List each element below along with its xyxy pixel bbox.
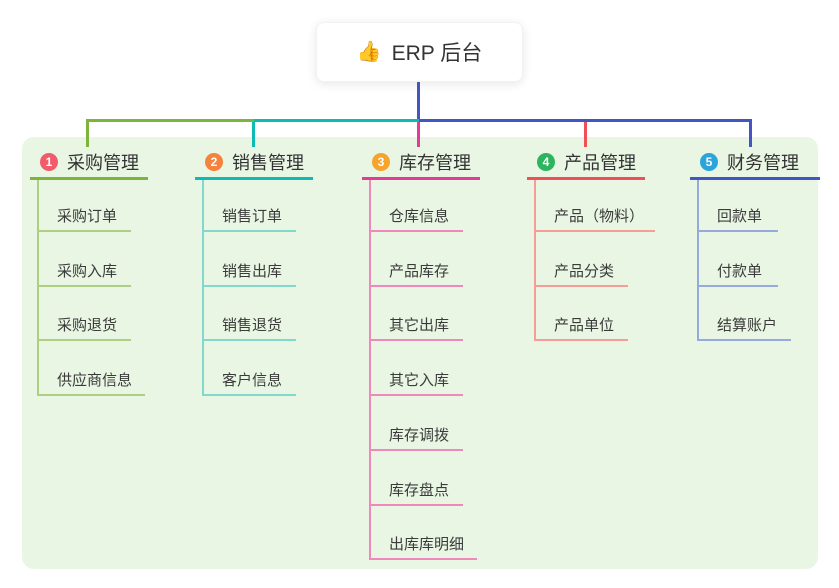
connector-hbar-seg-right	[419, 119, 752, 122]
child-node[interactable]: 其它入库	[369, 368, 463, 396]
child-node[interactable]: 产品分类	[534, 259, 628, 287]
branch-drop-1	[86, 122, 89, 147]
child-node[interactable]: 库存盘点	[369, 478, 463, 506]
branch-badge-2: 2	[205, 152, 223, 171]
child-node[interactable]: 产品（物料）	[534, 204, 655, 232]
child-node[interactable]: 付款单	[697, 259, 778, 287]
child-node[interactable]: 采购入库	[37, 259, 131, 287]
child-node[interactable]: 出库库明细	[369, 532, 477, 560]
child-node[interactable]: 结算账户	[697, 313, 791, 341]
branch-label-1: 采购管理	[67, 152, 139, 173]
child-node[interactable]: 产品库存	[369, 259, 463, 287]
branch-trunk-line-5	[697, 180, 699, 341]
branch-badge-4: 4	[537, 152, 555, 171]
child-node[interactable]: 客户信息	[202, 368, 296, 396]
branch-node-3[interactable]: 3 库存管理	[362, 146, 480, 180]
branch-node-5[interactable]: 5 财务管理	[690, 146, 820, 180]
child-node[interactable]: 采购退货	[37, 313, 131, 341]
child-node[interactable]: 产品单位	[534, 313, 628, 341]
thumbs-up-icon: 👍	[356, 41, 382, 63]
child-node[interactable]: 库存调拨	[369, 423, 463, 451]
branch-trunk-line-4	[534, 180, 536, 341]
branch-node-4[interactable]: 4 产品管理	[527, 146, 645, 180]
child-node[interactable]: 销售退货	[202, 313, 296, 341]
branch-label-4: 产品管理	[564, 152, 636, 173]
child-node[interactable]: 销售订单	[202, 204, 296, 232]
branch-drop-3	[417, 122, 420, 147]
child-node[interactable]: 采购订单	[37, 204, 131, 232]
branch-drop-2	[252, 122, 255, 147]
root-label: ERP 后台	[391, 42, 483, 65]
child-node[interactable]: 仓库信息	[369, 204, 463, 232]
branch-label-5: 财务管理	[727, 152, 799, 173]
branch-node-2[interactable]: 2 销售管理	[195, 146, 313, 180]
branch-trunk-line-1	[37, 180, 39, 396]
branches-panel	[22, 137, 818, 569]
branch-badge-1: 1	[40, 152, 58, 171]
root-connector-drop	[417, 82, 420, 119]
branch-badge-5: 5	[700, 152, 718, 171]
branch-trunk-line-3	[369, 180, 371, 560]
connector-hbar-seg-2	[254, 119, 419, 122]
branch-badge-3: 3	[372, 152, 390, 171]
branch-trunk-line-2	[202, 180, 204, 396]
branch-drop-4	[584, 122, 587, 147]
branch-label-2: 销售管理	[232, 152, 304, 173]
child-node[interactable]: 回款单	[697, 204, 778, 232]
connector-hbar-seg-1	[86, 119, 254, 122]
branch-drop-5	[749, 122, 752, 147]
child-node[interactable]: 供应商信息	[37, 368, 145, 396]
root-node[interactable]: 👍 ERP 后台	[316, 22, 523, 82]
branch-label-3: 库存管理	[399, 152, 471, 173]
child-node[interactable]: 其它出库	[369, 313, 463, 341]
branch-node-1[interactable]: 1 采购管理	[30, 146, 148, 180]
child-node[interactable]: 销售出库	[202, 259, 296, 287]
